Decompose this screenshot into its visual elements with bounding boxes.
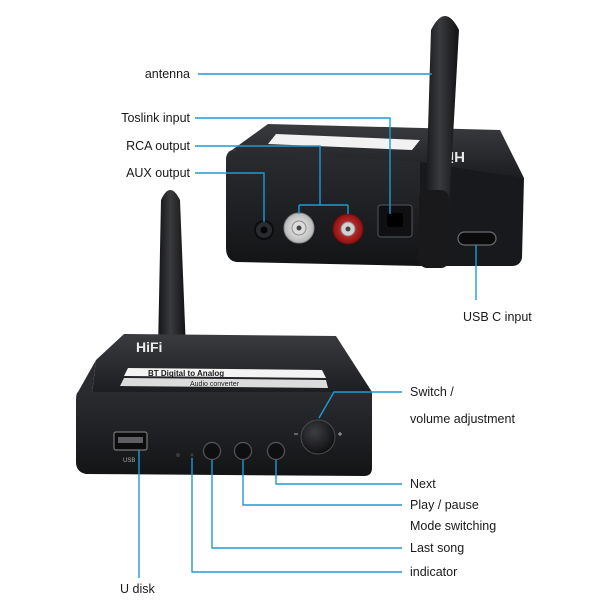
usb-port-text: USB xyxy=(123,458,135,464)
play-pause-button[interactable] xyxy=(233,441,253,461)
usb-c-port-icon xyxy=(457,231,497,246)
front-label-strip-sub xyxy=(120,378,328,388)
front-device-front-panel xyxy=(76,392,372,476)
front-device: HiFi BT Digital to Analog Audio converte… xyxy=(76,190,372,476)
next-button[interactable] xyxy=(266,441,286,461)
usb-a-port-tongue xyxy=(118,437,143,443)
rca-white-pin xyxy=(296,225,302,231)
label-antenna: antenna xyxy=(144,67,190,81)
play-leader xyxy=(242,460,402,506)
indicator-leader xyxy=(191,458,402,573)
indicator-led-icon xyxy=(176,453,180,457)
rear-label-strip xyxy=(268,134,420,150)
indicator-led-2 xyxy=(190,453,194,457)
front-label-main-text: BT Digital to Analog xyxy=(148,369,224,378)
label-switch: Switch / xyxy=(410,385,454,399)
rca-red-pin xyxy=(345,226,351,232)
toslink-port-opening xyxy=(387,213,403,227)
rear-device-back-panel xyxy=(226,150,420,266)
label-mode-switching: Mode switching xyxy=(410,519,497,533)
front-label-sub-text: Audio converter xyxy=(190,381,240,388)
rear-device: HiFi xyxy=(226,16,524,268)
front-device-edge xyxy=(78,360,96,394)
label-last-song: Last song xyxy=(410,541,465,555)
label-u-disk: U disk xyxy=(120,582,155,596)
last-song-button[interactable] xyxy=(202,441,222,461)
front-antenna xyxy=(158,190,186,350)
switch-leader xyxy=(318,391,402,419)
label-next: Next xyxy=(410,477,436,491)
rear-antenna-base xyxy=(419,190,449,268)
label-volume-adjustment: volume adjustment xyxy=(410,412,515,426)
label-usb-c-input: USB C input xyxy=(463,310,532,324)
label-play-pause: Play / pause xyxy=(410,498,479,512)
rca-leader-stem xyxy=(195,145,321,205)
label-toslink-input: Toslink input xyxy=(121,111,190,125)
label-aux-output: AUX output xyxy=(126,166,190,180)
aux-leader xyxy=(195,172,265,222)
toslink-leader xyxy=(195,117,391,214)
label-rca-output: RCA output xyxy=(126,139,190,153)
volume-knob[interactable] xyxy=(300,419,336,455)
front-brand-mark: HiFi xyxy=(136,339,162,355)
last-song-leader xyxy=(211,460,402,549)
leader-lines xyxy=(138,73,477,578)
front-label-strip-main xyxy=(124,368,326,378)
label-indicator: indicator xyxy=(410,565,458,579)
next-leader xyxy=(275,460,402,485)
aux-jack-hole xyxy=(260,226,268,234)
